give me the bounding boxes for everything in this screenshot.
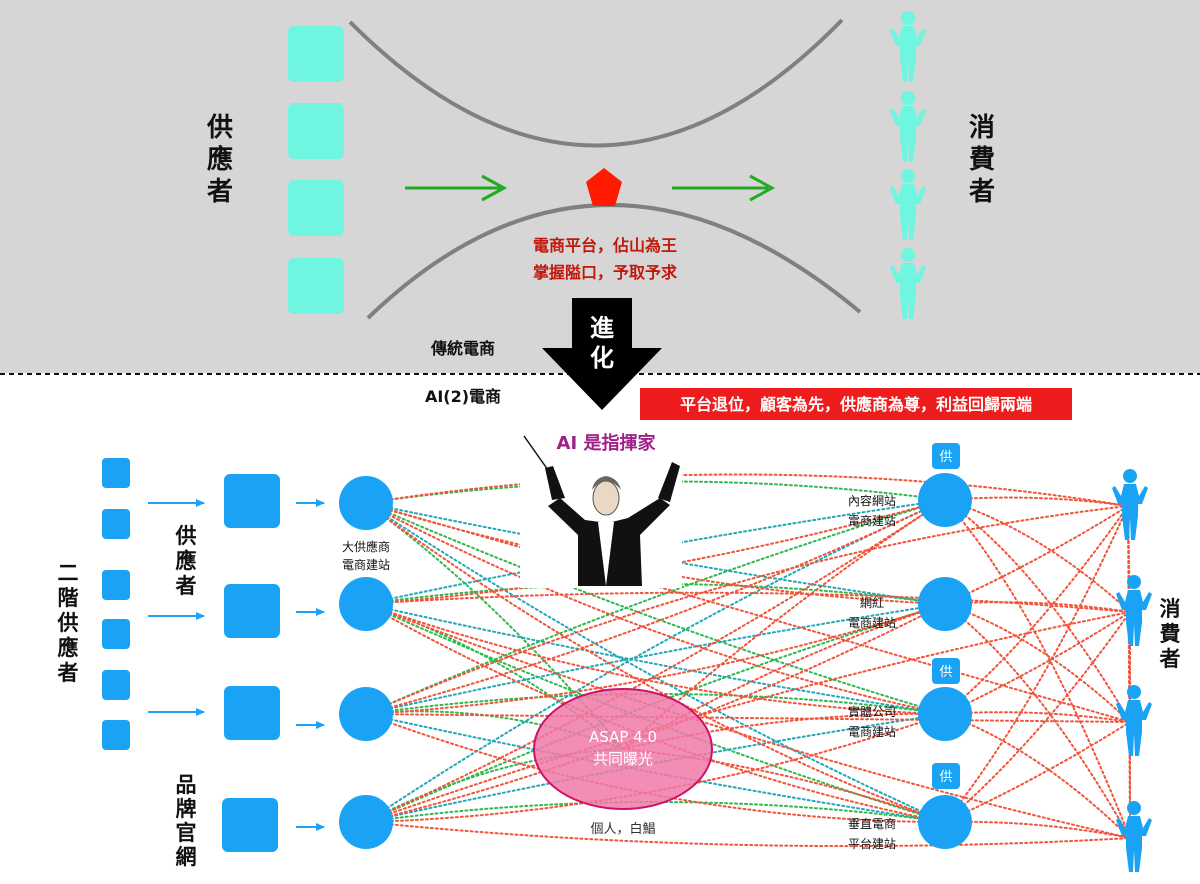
network-link (944, 499, 1131, 613)
network-link (365, 502, 946, 823)
ai-ecommerce-label: AI(2)電商 (425, 387, 501, 406)
asap-line2: 共同曝光 (593, 750, 653, 768)
supplier-node (339, 795, 393, 849)
supplier-square (224, 584, 280, 638)
site-label-line2: 電商建站 (848, 724, 896, 739)
big-supplier-line2: 電商建站 (342, 557, 390, 572)
site-label-line2: 電商建站 (848, 615, 896, 630)
platform-text-line2: 掌握隘口，予取予求 (533, 263, 678, 282)
network-link (944, 611, 1131, 823)
network-link (365, 603, 946, 715)
network-link (365, 713, 1131, 723)
second-tier-box (102, 670, 130, 700)
supplier-badge (932, 443, 960, 469)
supplier-box (288, 26, 344, 82)
network-link (365, 603, 1131, 839)
top-supplier-label: 供應者 (206, 113, 233, 207)
network-link (365, 505, 1129, 715)
site-node (918, 577, 972, 631)
network-link (365, 499, 946, 823)
network-link (365, 603, 946, 715)
supplier-node (339, 577, 393, 631)
network-link (365, 473, 1129, 507)
bottom-supplier-label: 供應者 (175, 524, 197, 598)
evolve-label: 進化 (590, 314, 614, 372)
site-node (918, 795, 972, 849)
network-link (365, 591, 1131, 613)
site-label-line1: 實體公司 (848, 704, 896, 719)
second-tier-box (102, 458, 130, 488)
supplier-badge (932, 763, 960, 789)
top-consumer-label: 消費者 (969, 113, 995, 207)
conductor-label: AI 是指揮家 (557, 432, 657, 454)
supplier-box (288, 180, 344, 236)
network-link (944, 603, 1131, 839)
network-link (365, 603, 946, 715)
second-tier-box (102, 720, 130, 750)
flow-arrow-left (405, 174, 508, 202)
network-link (944, 820, 1131, 839)
personal-label: 個人，白鯧 (590, 821, 655, 837)
platform-pentagon (586, 168, 622, 206)
slogan-banner (640, 388, 1072, 420)
network-link (365, 502, 1131, 723)
network-link (944, 499, 1131, 723)
supplier-node (339, 476, 393, 530)
network-link (365, 611, 1131, 823)
supplier-box (288, 103, 344, 159)
brand-square (222, 798, 278, 852)
second-tier-label: 二階供應者 (57, 561, 79, 685)
network-link (622, 603, 946, 750)
second-tier-box (102, 619, 130, 649)
network-link (365, 499, 946, 715)
bottom-consumer-label: 消費者 (1160, 597, 1181, 671)
supplier-badge-text: 供 (939, 450, 952, 465)
second-tier-box (102, 570, 130, 600)
second-tier-box (102, 509, 130, 539)
slogan-banner-text: 平台退位，顧客為先，供應商為尊，利益回歸兩端 (680, 395, 1032, 414)
supplier-badge (932, 658, 960, 684)
site-node (918, 473, 972, 527)
network-link (365, 603, 946, 823)
conductor-figure (520, 435, 682, 588)
supplier-box (288, 258, 344, 314)
site-label-line2: 平台建站 (848, 836, 896, 851)
supplier-square (224, 686, 280, 740)
supplier-square (224, 474, 280, 528)
supplier-node (339, 687, 393, 741)
site-label-line1: 垂直電商 (848, 816, 896, 831)
network-link (944, 505, 1129, 823)
network-link (365, 499, 946, 715)
platform-text-line1: 電商平台，佔山為王 (533, 236, 677, 255)
network-link (365, 502, 946, 715)
network-link (365, 502, 946, 715)
network-link (365, 499, 946, 823)
network-link (365, 821, 1131, 848)
network-link (944, 713, 1131, 839)
supplier-badge-text: 供 (939, 770, 952, 785)
site-label-line1: 網紅 (860, 596, 884, 610)
traditional-ecommerce-label: 傳統電商 (430, 339, 495, 358)
brand-website-label: 品牌官網 (176, 773, 197, 869)
network-link (365, 502, 946, 823)
network-lines (365, 473, 1132, 848)
site-label-line2: 電商建站 (848, 513, 896, 528)
evolve-arrow-icon (542, 298, 662, 410)
funnel-curve-upper (348, 18, 844, 148)
supplier-badge-text: 供 (939, 665, 952, 680)
site-label-line1: 內容網站 (848, 493, 896, 508)
asap-ellipse (533, 688, 713, 810)
network-link (944, 499, 1131, 839)
big-supplier-line1: 大供應商 (342, 539, 390, 554)
site-node (918, 687, 972, 741)
asap-line1: ASAP 4.0 (589, 728, 657, 746)
network-link (622, 712, 946, 750)
network-link (944, 505, 1129, 715)
flow-arrow-right (672, 174, 776, 202)
network-link (365, 603, 946, 715)
